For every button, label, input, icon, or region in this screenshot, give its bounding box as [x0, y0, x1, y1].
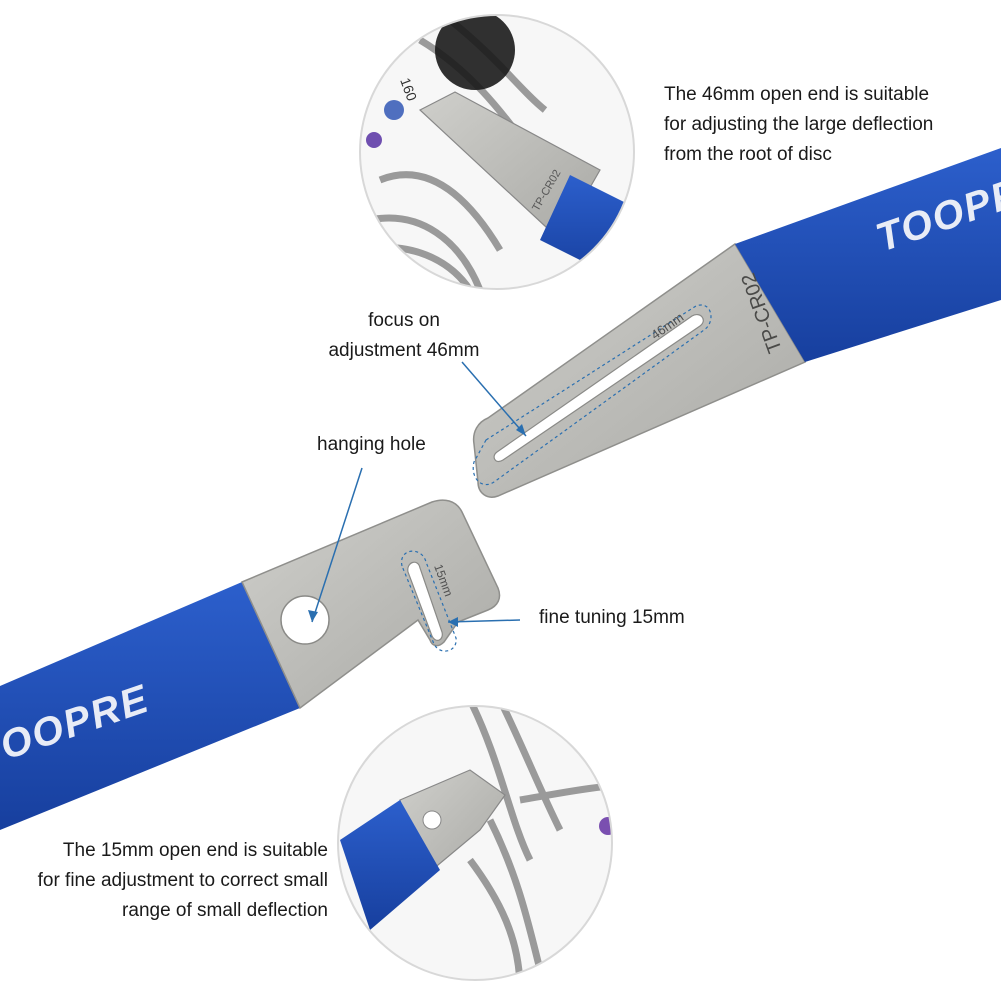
- top-description-line-3: from the root of disc: [664, 144, 832, 165]
- bottom-description-line-2: for fine adjustment to correct small: [37, 870, 328, 891]
- large-end-steel-plate: [472, 242, 807, 498]
- fine-tuning-label: fine tuning 15mm: [539, 603, 685, 633]
- small-end-tool: 15mm OOPRE: [0, 499, 501, 830]
- bottom-inset-hanging-hole: [422, 810, 442, 830]
- focus-callout-line: [461, 361, 527, 437]
- small-end-steel-plate: [240, 499, 501, 710]
- large-end-tool: TOOPRE TP-CR02 46mm: [472, 148, 1001, 498]
- small-slot-dashed-outline: [401, 550, 457, 652]
- rotor-bolt-icon: [384, 100, 404, 120]
- large-end-blue-handle: [735, 148, 1001, 362]
- top-inset-tool-steel: [418, 91, 601, 241]
- rotor-bolt-icon-2: [366, 132, 382, 148]
- focus-adjustment-label: focus on adjustment 46mm: [316, 306, 492, 366]
- top-description-line-2: for adjusting the large deflection: [664, 114, 934, 135]
- large-slot: [493, 314, 704, 463]
- hanging-hole-callout-line: [311, 467, 363, 623]
- hanging-hole-label: hanging hole: [317, 430, 426, 460]
- small-end-blue-handle: [0, 582, 300, 830]
- fine-tuning-arrowhead: [448, 617, 458, 627]
- bottom-description-line-1: The 15mm open end is suitable: [62, 840, 328, 861]
- hanging-hole-arrowhead: [308, 610, 318, 622]
- bottom-description: The 15mm open end is suitable for fine a…: [0, 836, 328, 926]
- rotor-bolt-icon-3: [599, 817, 612, 835]
- top-description: The 46mm open end is suitable for adjust…: [664, 80, 933, 170]
- focus-adjustment-line-1: focus on: [368, 310, 440, 331]
- top-detail-inset: 160 TP-CR02: [359, 14, 635, 290]
- top-description-line-1: The 46mm open end is suitable: [664, 84, 930, 105]
- small-slot: [407, 561, 443, 641]
- fine-tuning-callout-line: [447, 619, 521, 623]
- fine-tuning-text: fine tuning 15mm: [539, 607, 685, 628]
- hanging-hole-text: hanging hole: [317, 434, 426, 455]
- focus-adjustment-line-2: adjustment 46mm: [328, 340, 480, 361]
- bottom-detail-inset: [337, 705, 613, 981]
- focus-callout-arrowhead: [516, 424, 526, 436]
- bottom-description-line-3: range of small deflection: [122, 900, 328, 921]
- large-slot-dashed-outline: [472, 304, 712, 486]
- bottom-inset-tool-handle: [340, 800, 440, 930]
- rotor-size-marking: 160: [397, 76, 420, 104]
- hanging-hole: [280, 595, 330, 645]
